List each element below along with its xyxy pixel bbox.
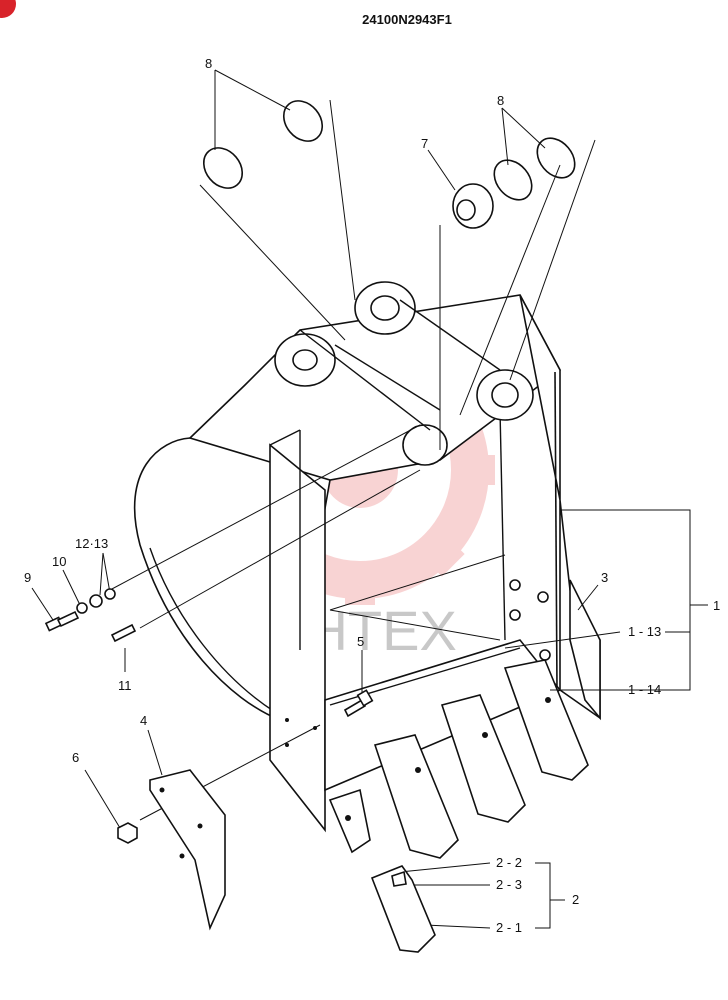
label-2-1: 2 - 1 [496,920,522,935]
label-8-right: 8 [497,93,504,108]
pin-7 [452,183,494,229]
side-cutter-4 [149,769,226,931]
leader-lines [31,69,708,929]
bucket-teeth [328,659,589,859]
o-rings [202,100,576,201]
washer-10 [76,602,88,614]
corner-badge [0,0,16,18]
pin-11 [110,623,137,643]
label-12-13: 12·13 [75,536,108,551]
label-1-14: 1 - 14 [628,682,661,697]
label-2-2: 2 - 2 [496,855,522,870]
part-labels: 8 8 7 12·13 10 9 11 5 3 1 1 - 13 1 - 14 … [24,56,720,935]
bolt-5 [343,689,374,718]
label-7: 7 [421,136,428,151]
label-2-3: 2 - 3 [496,877,522,892]
label-1-13: 1 - 13 [628,624,661,639]
label-1: 1 [713,598,720,613]
label-9: 9 [24,570,31,585]
label-8-left: 8 [205,56,212,71]
label-2: 2 [572,892,579,907]
label-4: 4 [140,713,147,728]
label-10: 10 [52,554,66,569]
tooth-2-detail [370,865,436,953]
bucket-body [133,281,601,833]
label-6: 6 [72,750,79,765]
nut-12 [89,594,103,608]
label-11: 11 [118,678,132,693]
bolt-9 [44,610,80,632]
nut-6 [117,822,138,844]
label-3: 3 [601,570,608,585]
label-5: 5 [357,634,364,649]
washer-13 [104,588,116,600]
drawing-number: 24100N2943F1 [362,12,452,27]
